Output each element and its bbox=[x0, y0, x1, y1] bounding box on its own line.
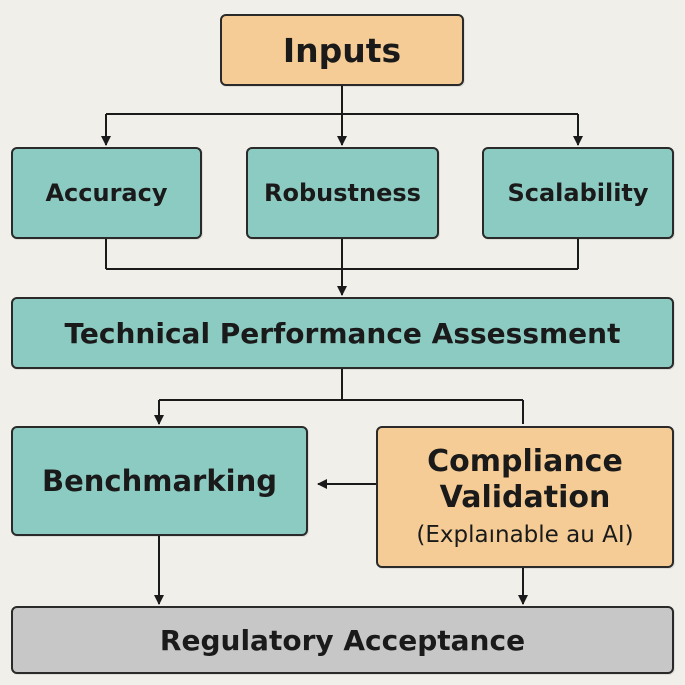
node-scalability: Scalability bbox=[482, 147, 674, 239]
node-compliance-label-line2: Validation bbox=[439, 480, 611, 516]
node-compliance-validation: Compliance Validation (Explaınable au AI… bbox=[376, 426, 674, 568]
node-technical-performance-assessment: Technical Performance Assessment bbox=[11, 297, 674, 369]
node-benchmarking-label: Benchmarking bbox=[42, 464, 277, 498]
node-regulatory-label: Regulatory Acceptance bbox=[159, 623, 526, 657]
node-robustness-label: Robustness bbox=[264, 179, 421, 207]
node-compliance-sublabel: (Explaınable au AI) bbox=[416, 522, 634, 549]
node-accuracy-label: Accuracy bbox=[45, 179, 168, 207]
node-regulatory-acceptance: Regulatory Acceptance bbox=[11, 606, 674, 674]
node-benchmarking: Benchmarking bbox=[11, 426, 308, 536]
node-tpa-label: Technical Performance Assessment bbox=[64, 316, 621, 350]
node-compliance-label-line1: Compliance bbox=[427, 444, 623, 480]
node-scalability-label: Scalability bbox=[507, 179, 649, 207]
node-inputs-label: Inputs bbox=[282, 30, 402, 70]
node-accuracy: Accuracy bbox=[11, 147, 202, 239]
node-robustness: Robustness bbox=[246, 147, 439, 239]
node-inputs: Inputs bbox=[220, 14, 464, 86]
